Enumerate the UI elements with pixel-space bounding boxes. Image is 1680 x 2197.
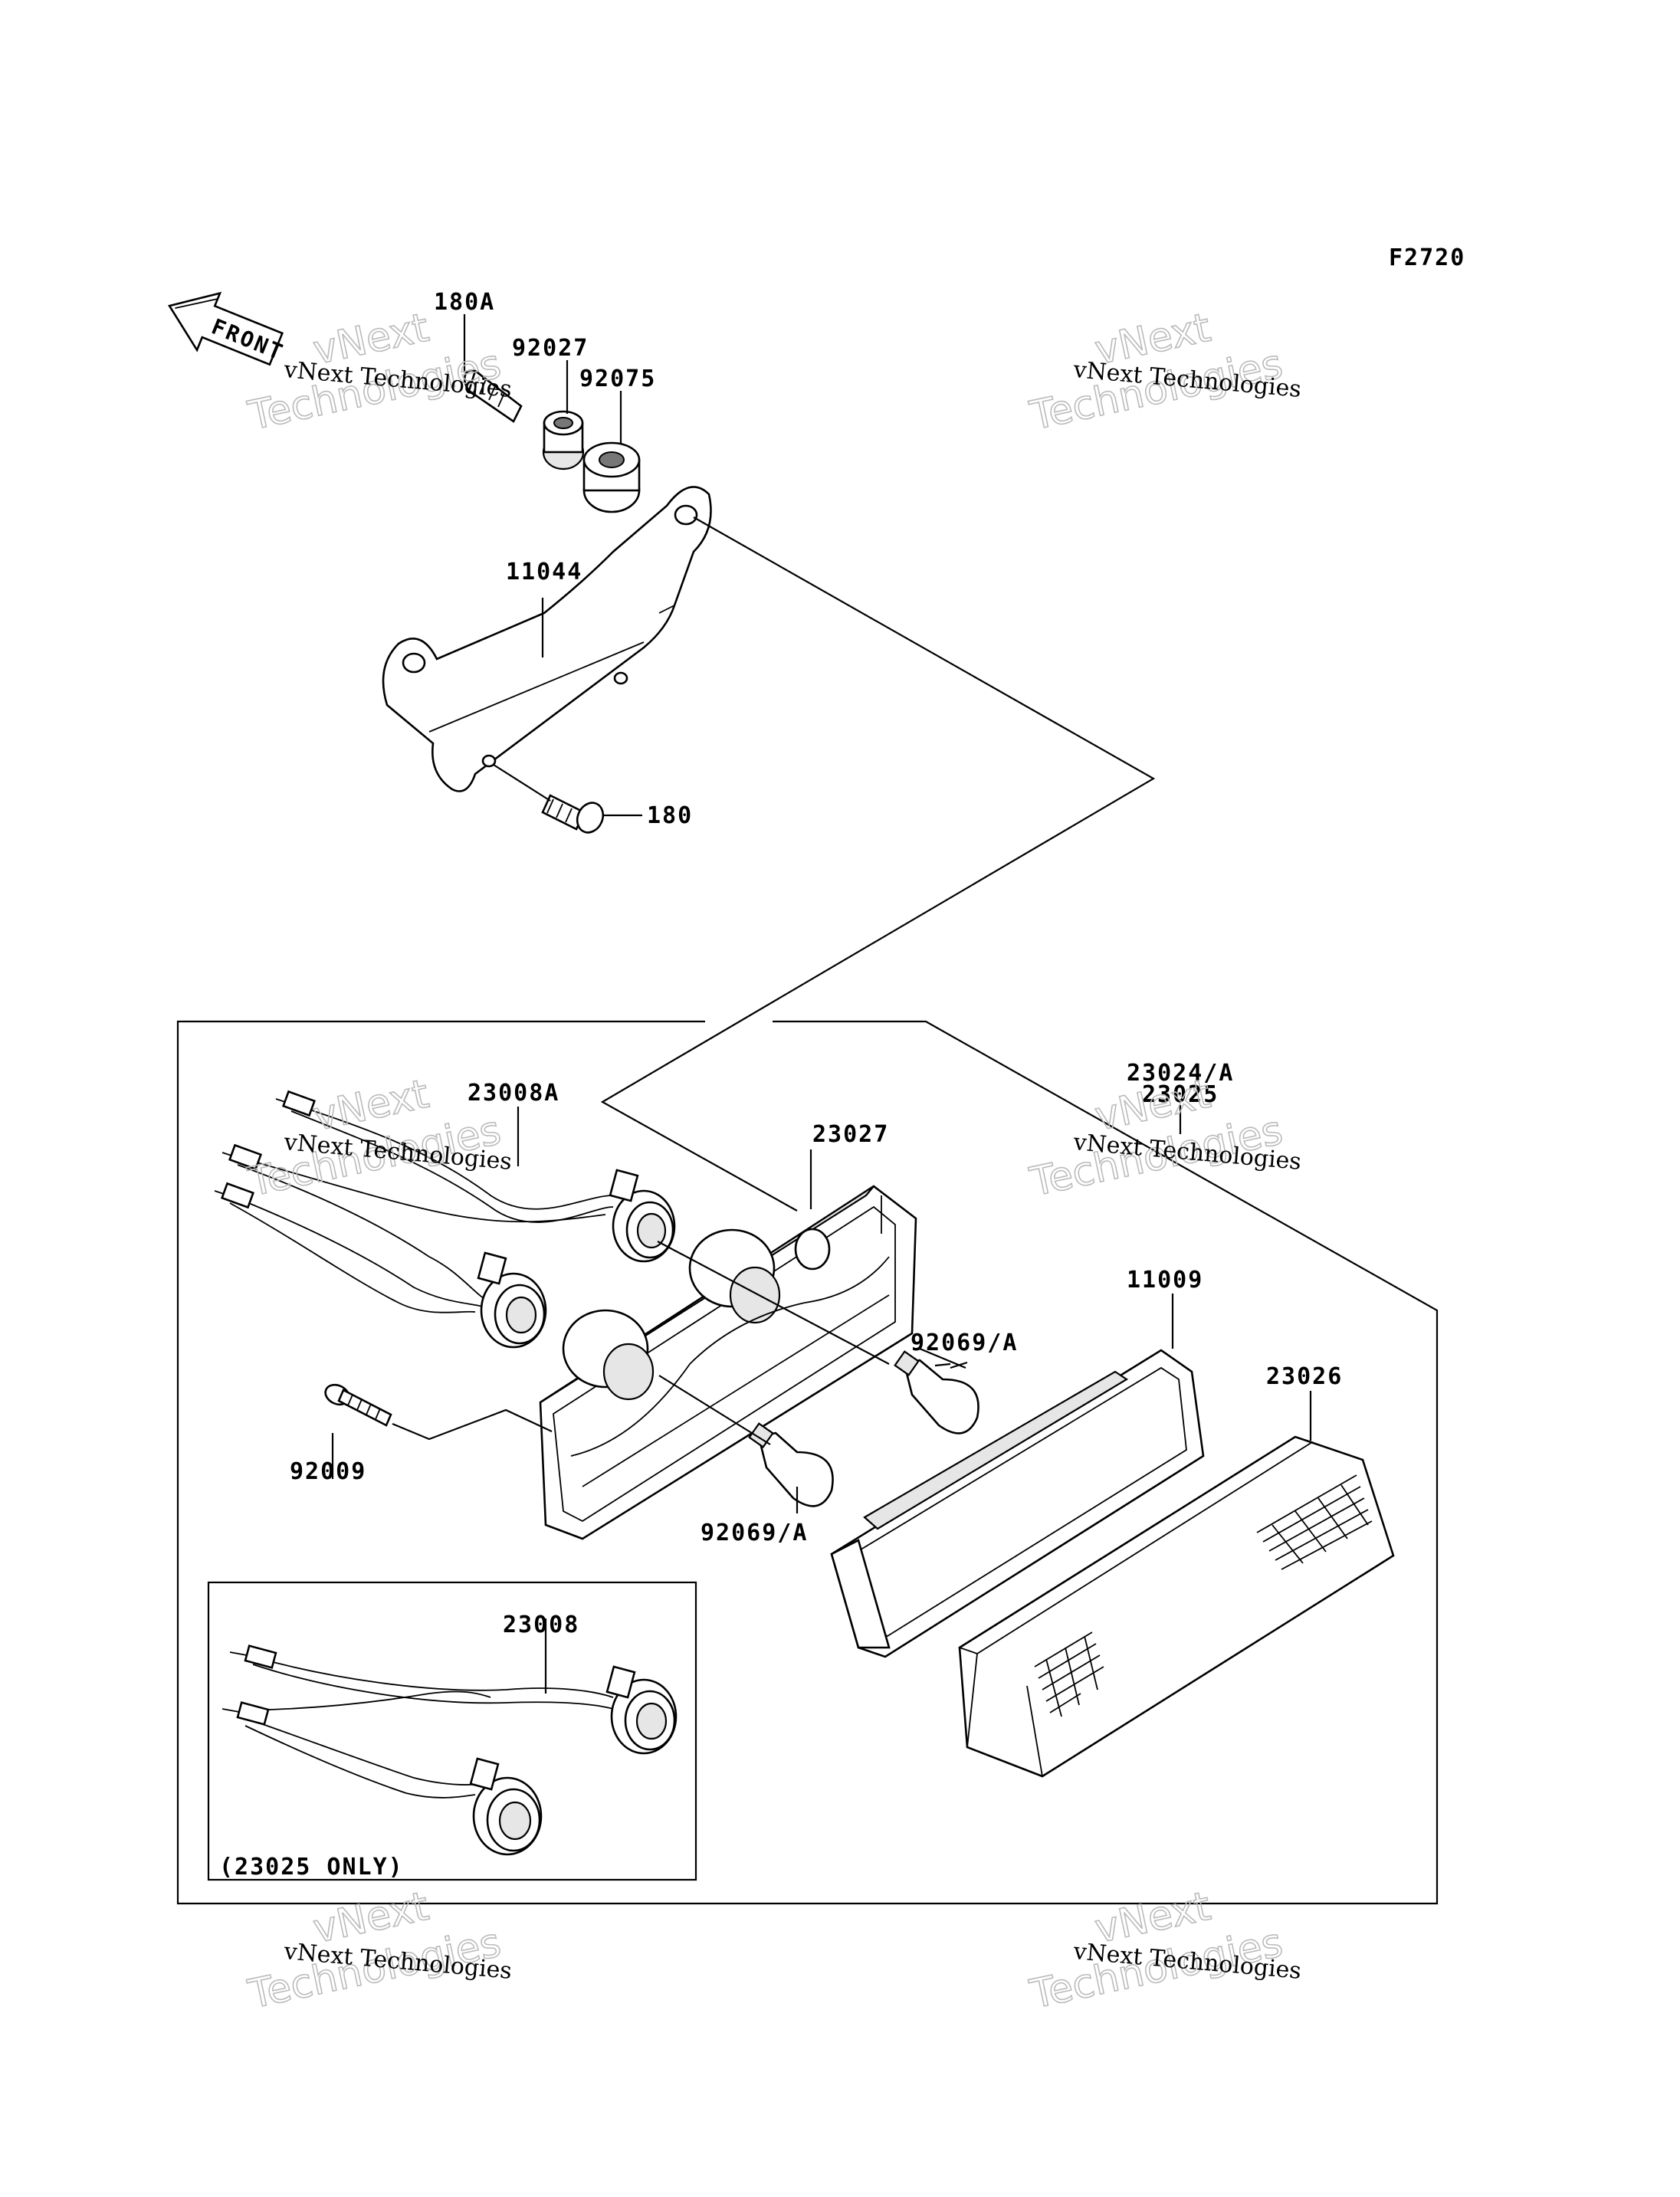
callout-92009: 92009 (290, 1458, 366, 1485)
grommet-92075-part (582, 441, 641, 513)
bulb-lower-92069a-part (748, 1422, 834, 1507)
callout-180: 180 (647, 802, 693, 829)
housing-23027-part (539, 1185, 917, 1540)
inset-box (207, 1581, 697, 1881)
callout-23008a: 23008A (468, 1080, 559, 1107)
bracket-11044-part (382, 486, 712, 792)
bulb-upper-92069a-part (894, 1350, 979, 1435)
callout-11044: 11044 (506, 559, 582, 585)
callout-92027: 92027 (512, 335, 589, 362)
harness-23008-part (221, 1644, 678, 1856)
inset-note: (23025 ONLY) (219, 1854, 404, 1881)
callout-23024a: 23024/A (1127, 1060, 1234, 1087)
lens-hatch-lower (1034, 1631, 1104, 1717)
callout-92069a-lower: 92069/A (701, 1520, 808, 1546)
callout-23008: 23008 (503, 1612, 579, 1638)
lens-23026-part (957, 1435, 1395, 1778)
watermark-bottom-left: vNext Technologies (244, 1883, 506, 2018)
gasket-11009-part (830, 1349, 1205, 1658)
callout-23025: 23025 (1142, 1081, 1219, 1108)
figure-code: F2720 (1389, 244, 1465, 271)
lens-hatch-upper (1256, 1474, 1373, 1570)
screw-180-part (541, 794, 605, 834)
screw-92009-part (324, 1383, 392, 1427)
callout-92069a-upper: 92069/A (911, 1330, 1018, 1356)
bolt-180a-part (463, 369, 523, 423)
callout-23027: 23027 (812, 1121, 889, 1148)
front-arrow-icon: FRONT (167, 291, 288, 366)
callout-23026: 23026 (1266, 1363, 1343, 1390)
harness-23008a-part (214, 1090, 676, 1349)
watermark-mid-left: vNext Technologies (244, 1071, 506, 1206)
collar-92027-part (542, 410, 585, 471)
callout-180a: 180A (434, 289, 495, 316)
callout-11009: 11009 (1127, 1267, 1203, 1294)
callout-92075: 92075 (579, 366, 656, 392)
